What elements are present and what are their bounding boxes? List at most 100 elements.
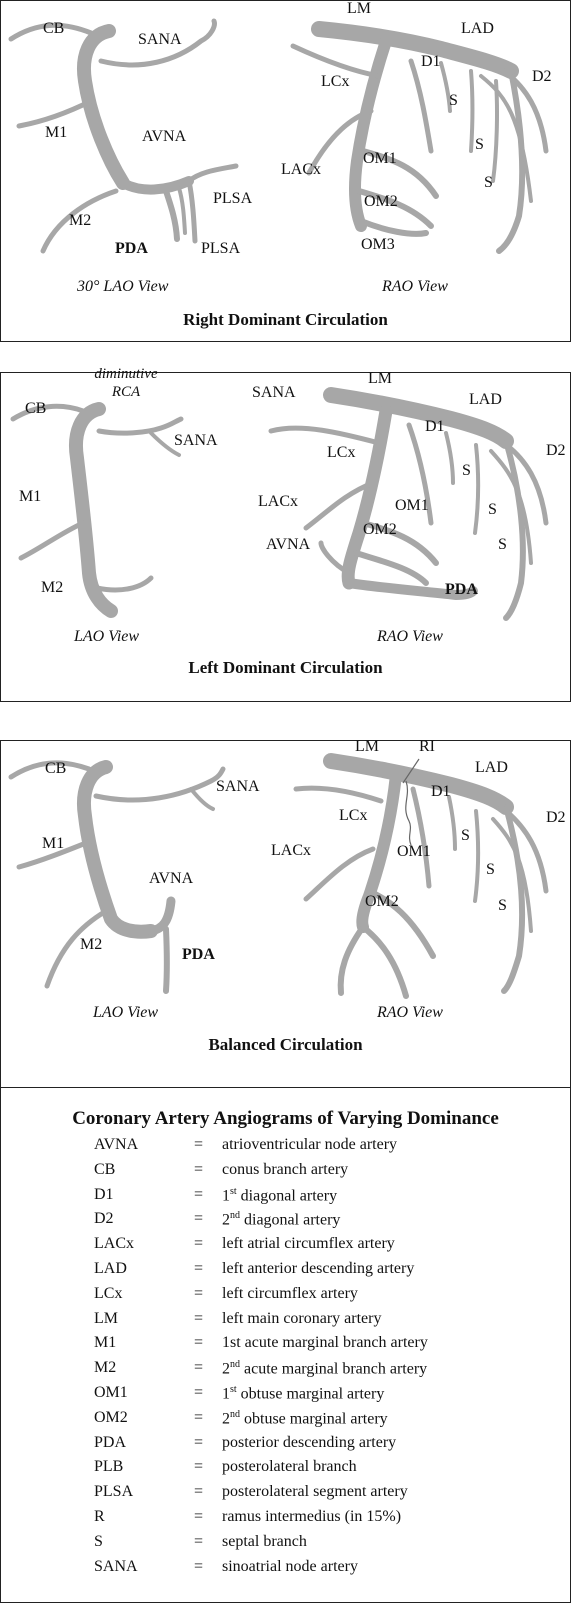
- label-s-1: S: [462, 462, 471, 479]
- legend-definition: atrioventricular node artery: [222, 1136, 398, 1153]
- legend-equals: =: [194, 1483, 204, 1501]
- label-lacx: LACx: [281, 161, 321, 178]
- definition-text: acute marginal branch artery: [240, 1360, 428, 1378]
- legend-definition: conus branch artery: [222, 1160, 349, 1178]
- label-lcx: LCx: [321, 73, 350, 90]
- legend-definition: posterolateral segment artery: [222, 1483, 408, 1501]
- label-pda: PDA: [182, 946, 215, 963]
- lao-view-caption: LAO View: [74, 628, 140, 645]
- label-om3: OM3: [361, 236, 395, 253]
- label-d1: D1: [425, 418, 445, 435]
- label-om1: OM1: [395, 497, 429, 514]
- legend-equals: =: [194, 1309, 204, 1327]
- panel-caption: Balanced Circulation: [208, 1035, 363, 1054]
- legend-equals: =: [194, 1408, 204, 1426]
- label-avna: AVNA: [266, 536, 311, 553]
- legend-definition: 1st diagonal artery: [222, 1186, 337, 1205]
- label-d1: D1: [431, 783, 451, 800]
- legend-definition: left atrial circumflex artery: [222, 1235, 395, 1253]
- legend-equals: =: [194, 1359, 204, 1377]
- label-s-2: S: [475, 136, 484, 153]
- legend-definition: left anterior descending artery: [222, 1259, 415, 1277]
- legend-equals: =: [194, 1557, 204, 1575]
- legend-abbreviation: SANA: [94, 1557, 138, 1575]
- ordinal-suffix: nd: [230, 1408, 240, 1420]
- ordinal-suffix: nd: [230, 1210, 240, 1222]
- legend-definition: left circumflex artery: [222, 1284, 358, 1302]
- label-lacx: LACx: [258, 493, 298, 510]
- definition-text: diagonal artery: [240, 1211, 341, 1229]
- label-cb: CB: [45, 760, 67, 777]
- label-plsa-1: PLSA: [213, 190, 253, 207]
- label-om1: OM1: [397, 843, 431, 860]
- legend-abbreviation: S: [94, 1532, 103, 1550]
- label-om2: OM2: [363, 521, 397, 538]
- rao-left-system-vessels: [290, 21, 549, 254]
- legend-title: Coronary Artery Angiograms of Varying Do…: [72, 1108, 499, 1129]
- definition-ordinal: 2: [222, 1410, 230, 1428]
- note-line-2: RCA: [111, 384, 141, 400]
- legend-definition: left main coronary artery: [222, 1309, 382, 1327]
- label-sana-rao: SANA: [252, 384, 296, 401]
- legend-abbreviation: D1: [94, 1185, 114, 1203]
- label-lcx: LCx: [339, 807, 368, 824]
- label-pda: PDA: [445, 581, 478, 598]
- legend-equals: =: [194, 1136, 204, 1153]
- legend-equals: =: [194, 1334, 204, 1352]
- label-s-3: S: [484, 174, 493, 191]
- legend-abbreviation: OM1: [94, 1383, 128, 1401]
- legend-abbreviation: OM2: [94, 1408, 128, 1426]
- label-cb: CB: [25, 400, 47, 417]
- lao-view-caption: 30° LAO View: [77, 278, 169, 295]
- panel-caption: Right Dominant Circulation: [183, 310, 388, 329]
- definition-text: diagonal artery: [236, 1186, 338, 1204]
- ordinal-suffix: st: [230, 1185, 237, 1197]
- legend-equals: =: [194, 1383, 204, 1401]
- left-dominant-diagram: [10, 387, 549, 621]
- legend-definition: sinoatrial node artery: [222, 1557, 358, 1575]
- ordinal-suffix: nd: [230, 1359, 240, 1371]
- ramus-intermedius-wire: [405, 780, 412, 846]
- label-sana: SANA: [138, 31, 182, 48]
- legend-abbreviation: D2: [94, 1210, 114, 1228]
- legend-abbreviation: PLSA: [94, 1483, 134, 1501]
- label-d2: D2: [546, 809, 566, 826]
- ri-pointer-line: [402, 758, 420, 784]
- legend-abbreviation: M1: [94, 1334, 117, 1352]
- legend-definition: septal branch: [222, 1532, 307, 1550]
- legend-definition: 1st obtuse marginal artery: [222, 1384, 384, 1403]
- legend-definition: 2nd diagonal artery: [222, 1210, 340, 1229]
- label-cb: CB: [43, 20, 65, 37]
- label-avna: AVNA: [149, 870, 194, 887]
- legend-abbreviation: PDA: [94, 1433, 127, 1451]
- label-lad: LAD: [475, 759, 508, 776]
- legend-definition: posterolateral branch: [222, 1458, 357, 1476]
- label-d2: D2: [546, 442, 566, 459]
- legend-definition: 1st acute marginal branch artery: [222, 1334, 428, 1352]
- legend-equals: =: [194, 1532, 204, 1550]
- legend-equals: =: [194, 1507, 204, 1525]
- balanced-diagram: [8, 753, 549, 999]
- note-line-1: diminutive: [94, 366, 158, 382]
- legend-abbreviation: AVNA: [94, 1136, 139, 1153]
- label-m1: M1: [45, 124, 68, 141]
- abbreviation-legend: Coronary Artery Angiograms of Varying Do…: [0, 1086, 571, 1603]
- legend-abbreviation: R: [94, 1507, 105, 1525]
- right-dominant-panel: CB SANA M1 AVNA PLSA M2 PDA PLSA LM LAD …: [0, 0, 571, 342]
- label-lacx: LACx: [271, 842, 311, 859]
- label-s-2: S: [486, 861, 495, 878]
- label-m1: M1: [42, 835, 65, 852]
- label-m2: M2: [80, 936, 103, 953]
- right-dominant-diagram: [8, 18, 549, 254]
- label-sana: SANA: [216, 778, 260, 795]
- legend-definition: 2nd obtuse marginal artery: [222, 1409, 388, 1428]
- balanced-panel: CB SANA M1 AVNA M2 PDA LM RI LAD D1 D2 L…: [0, 738, 571, 1088]
- legend-abbreviation: LM: [94, 1309, 118, 1327]
- legend-equals: =: [194, 1458, 204, 1476]
- lao-rca-vessels: [8, 18, 239, 254]
- label-d2: D2: [532, 68, 552, 85]
- label-m1: M1: [19, 488, 42, 505]
- rao-left-system-vessels: [293, 753, 549, 999]
- label-ri: RI: [419, 738, 435, 755]
- legend-abbreviation: PLB: [94, 1458, 124, 1476]
